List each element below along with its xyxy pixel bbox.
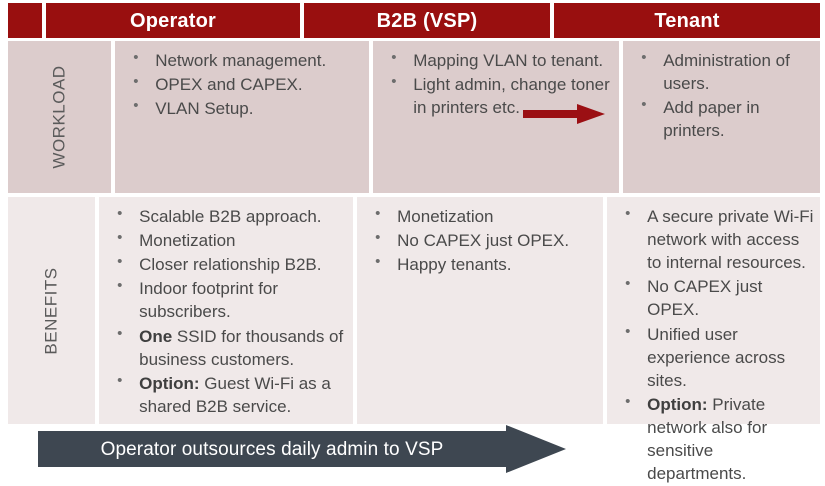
bullet-item: Mapping VLAN to tenant. <box>379 48 613 72</box>
bullet-item: OPEX and CAPEX. <box>121 72 363 96</box>
cell-benefits-operator: Scalable B2B approach.MonetizationCloser… <box>99 197 354 424</box>
bullet-item-emphasis: Option: <box>139 373 200 393</box>
bullet-item: VLAN Setup. <box>121 96 363 120</box>
bullet-item: No CAPEX just OPEX. <box>613 274 814 321</box>
table-row-workload: WORKLOAD Network management.OPEX and CAP… <box>8 41 820 193</box>
header-label-b2b: B2B (VSP) <box>376 9 478 32</box>
side-label-text-benefits: BENEFITS <box>41 266 61 355</box>
bullet-item: One SSID for thousands of business custo… <box>105 324 347 371</box>
header-cell-tenant: Tenant <box>554 3 820 38</box>
bullet-item: Happy tenants. <box>363 252 597 276</box>
bullet-item: Closer relationship B2B. <box>105 252 347 276</box>
header-cell-corner <box>8 3 42 38</box>
bullet-item: Add paper in printers. <box>629 95 814 142</box>
header-label-operator: Operator <box>129 9 217 32</box>
bullet-item: Light admin, change toner in printers et… <box>379 72 613 119</box>
side-label-text-workload: WORKLOAD <box>49 65 69 169</box>
table-row-benefits: BENEFITS Scalable B2B approach.Monetizat… <box>8 197 820 483</box>
banner-label: Operator outsources daily admin to VSP <box>100 438 444 460</box>
bullet-item: Scalable B2B approach. <box>105 204 347 228</box>
bullet-list-benefits-operator: Scalable B2B approach.MonetizationCloser… <box>105 204 347 418</box>
cell-workload-operator: Network management.OPEX and CAPEX.VLAN S… <box>115 41 370 193</box>
cell-workload-b2b: Mapping VLAN to tenant.Light admin, chan… <box>373 41 620 193</box>
row-side-label-benefits: BENEFITS <box>8 197 96 424</box>
cell-benefits-tenant: A secure private Wi-Fi network with acce… <box>607 197 820 483</box>
bullet-item: No CAPEX just OPEX. <box>363 228 597 252</box>
cell-benefits-b2b: MonetizationNo CAPEX just OPEX.Happy ten… <box>357 197 604 424</box>
bullet-item: Option: Guest Wi-Fi as a shared B2B serv… <box>105 371 347 418</box>
bullet-list-benefits-b2b: MonetizationNo CAPEX just OPEX.Happy ten… <box>363 204 597 276</box>
bullet-item: Network management. <box>121 48 363 72</box>
header-cell-operator: Operator <box>46 3 300 38</box>
bullet-list-workload-tenant: Administration of users.Add paper in pri… <box>629 48 814 142</box>
bullet-item: Administration of users. <box>629 48 814 95</box>
header-cell-b2b: B2B (VSP) <box>304 3 550 38</box>
bullet-list-workload-operator: Network management.OPEX and CAPEX.VLAN S… <box>121 48 363 120</box>
bullet-list-workload-b2b: Mapping VLAN to tenant.Light admin, chan… <box>379 48 613 119</box>
bullet-item: Unified user experience across sites. <box>613 322 814 392</box>
bullet-item: Indoor footprint for subscribers. <box>105 276 347 323</box>
bullet-item: Option: Private network also for sensiti… <box>613 392 814 485</box>
bullet-item: Monetization <box>105 228 347 252</box>
bullet-item: A secure private Wi-Fi network with acce… <box>613 204 814 274</box>
row-side-label-workload: WORKLOAD <box>8 41 112 193</box>
bullet-item: Monetization <box>363 204 597 228</box>
bottom-banner-arrow: Operator outsources daily admin to VSP <box>38 425 566 473</box>
bullet-item-emphasis: Option: <box>647 394 708 414</box>
bullet-list-benefits-tenant: A secure private Wi-Fi network with acce… <box>613 204 814 485</box>
table-header-row: Operator B2B (VSP) Tenant <box>8 3 820 38</box>
bullet-item-emphasis: One <box>139 326 173 346</box>
banner-arrow-shape <box>38 425 566 473</box>
cell-workload-tenant: Administration of users.Add paper in pri… <box>623 41 820 193</box>
header-label-tenant: Tenant <box>654 9 720 32</box>
